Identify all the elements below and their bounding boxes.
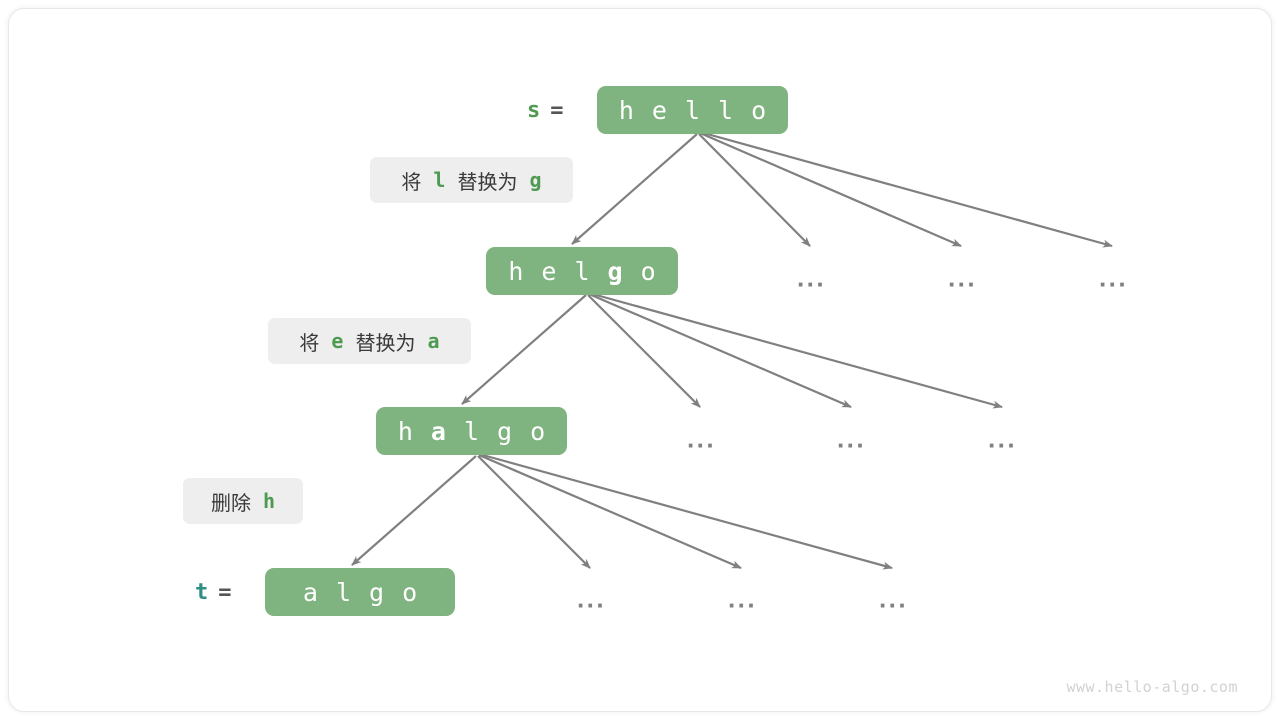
equals-sign: = <box>550 97 564 123</box>
ellipsis-row2-e2: ··· <box>837 430 866 460</box>
operation-label-text: 将 <box>299 332 320 355</box>
node-char: o <box>640 256 665 286</box>
ellipsis-row1-e1: ··· <box>797 269 826 299</box>
variable-label-t: t= <box>195 568 232 616</box>
operation-label-text: 替换为 <box>355 332 416 355</box>
operation-label-replace-l-with-g: 将 l 替换为 g <box>370 157 573 203</box>
variable-label-s: s= <box>527 86 564 134</box>
node-char: l <box>574 256 599 286</box>
node-char: o <box>751 95 776 125</box>
ellipsis-row2-e3: ··· <box>988 430 1017 460</box>
node-char: g <box>497 416 522 446</box>
operation-label-char: g <box>517 168 542 192</box>
ellipsis-row3-e1: ··· <box>577 590 606 620</box>
watermark: www.hello-algo.com <box>1066 678 1238 696</box>
operation-label-char: l <box>421 168 458 192</box>
node-char: e <box>651 95 676 125</box>
node-char: h <box>508 256 533 286</box>
ellipsis-row3-e2: ··· <box>728 590 757 620</box>
variable-name-t: t <box>195 579 209 605</box>
node-char-highlighted: a <box>430 416 455 446</box>
node-char: l <box>463 416 489 446</box>
ellipsis-row2-e1: ··· <box>687 430 716 460</box>
ellipsis-row3-e3: ··· <box>879 590 908 620</box>
node-char: g <box>369 577 394 607</box>
node-char: e <box>541 256 566 286</box>
operation-label-char: h <box>250 489 276 513</box>
operation-label-char: e <box>319 329 356 353</box>
node-char: o <box>530 416 555 446</box>
operation-label-text: 将 <box>401 171 422 194</box>
node-char: l <box>718 95 743 125</box>
equals-sign: = <box>218 579 232 605</box>
variable-name-s: s <box>527 97 541 123</box>
ellipsis-row1-e3: ··· <box>1099 269 1128 299</box>
node-char: l <box>684 95 710 125</box>
operation-label-text: 替换为 <box>457 171 518 194</box>
operation-label-char: a <box>415 329 440 353</box>
operation-label-replace-e-with-a: 将 e 替换为 a <box>268 318 471 364</box>
node-char: l <box>335 577 360 607</box>
ellipsis-row1-e2: ··· <box>948 269 977 299</box>
operation-label-text: 删除 <box>210 492 251 515</box>
node-char: h <box>618 95 643 125</box>
node-char: o <box>402 577 427 607</box>
operation-label-delete-h: 删除 h <box>183 478 303 524</box>
node-char: h <box>397 416 422 446</box>
node-char-highlighted: g <box>607 256 632 286</box>
node-char: a <box>302 577 327 607</box>
